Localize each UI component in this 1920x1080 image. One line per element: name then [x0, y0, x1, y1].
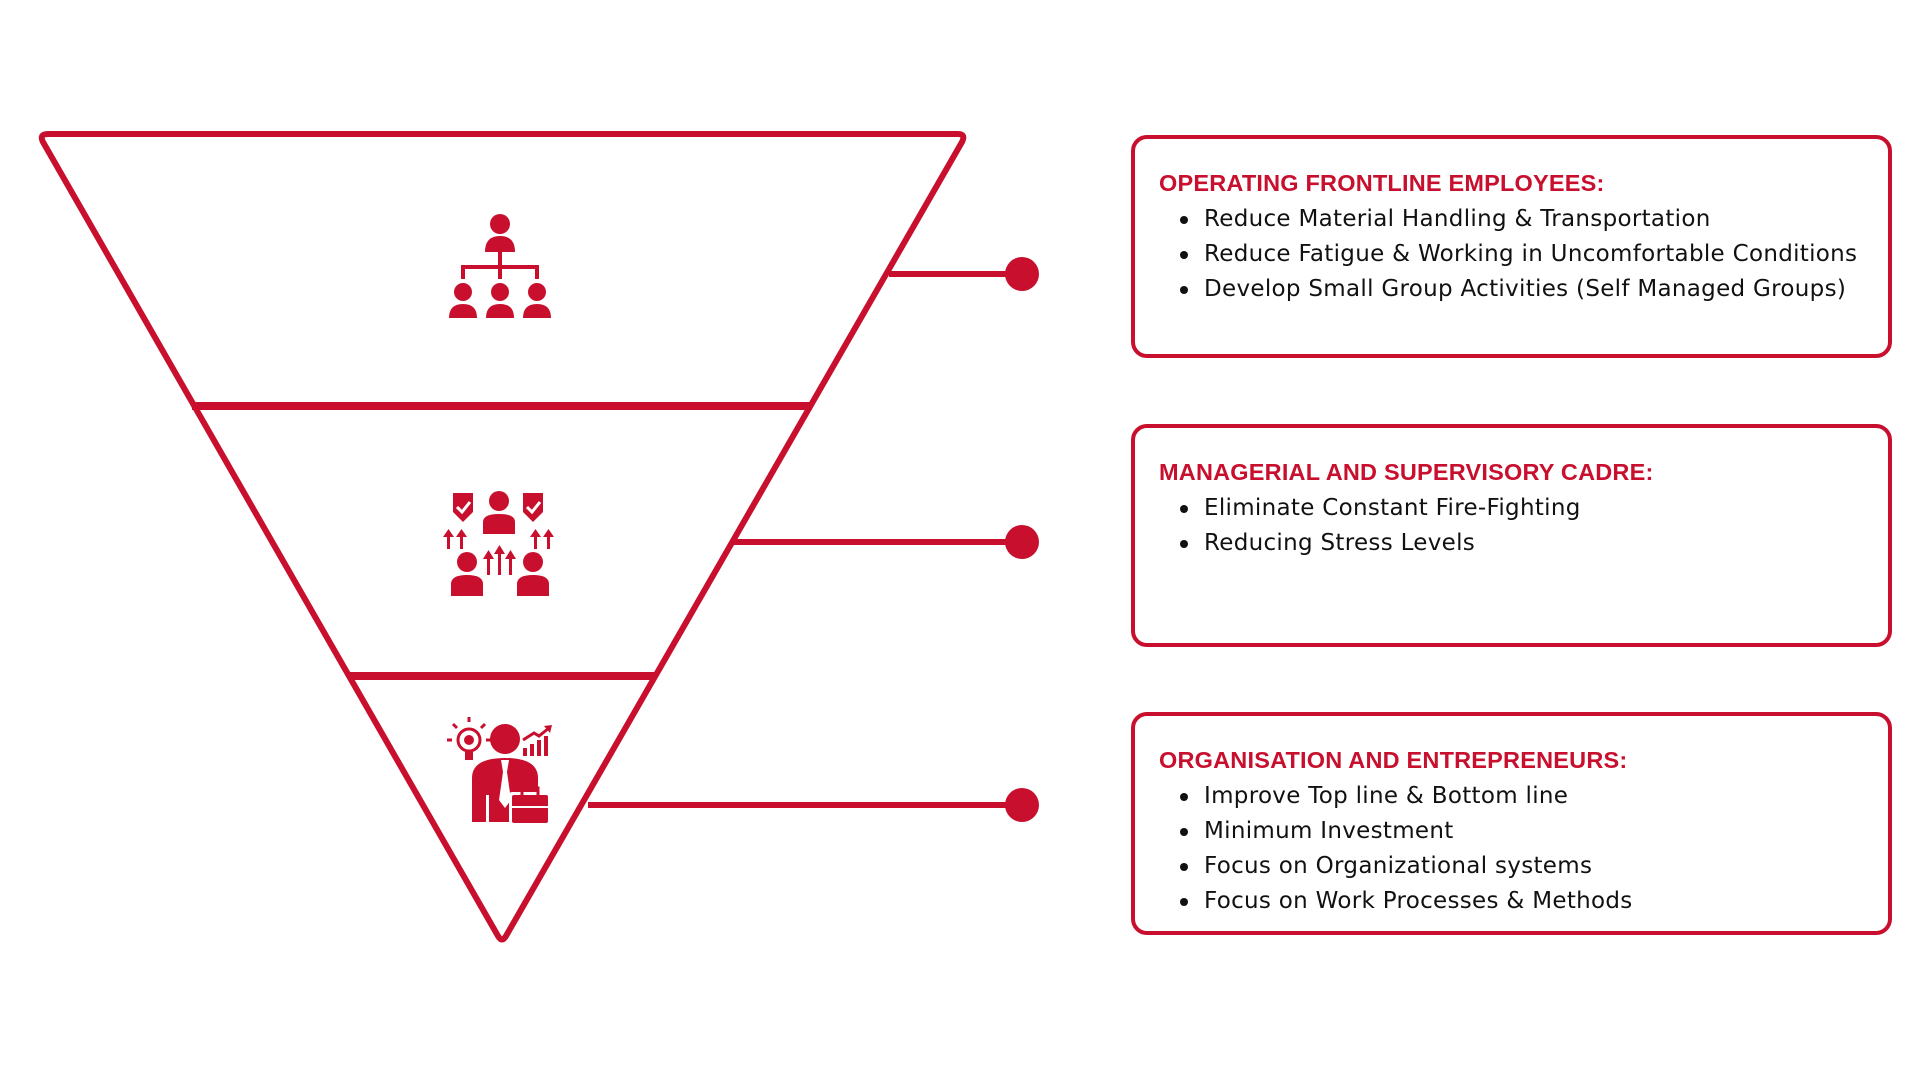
- list-item: Focus on Work Processes & Methods: [1159, 884, 1864, 919]
- connector-1: [889, 257, 1039, 291]
- card-title: OPERATING FRONTLINE EMPLOYEES:: [1159, 170, 1605, 196]
- card-list: Reduce Material Handling & Transportatio…: [1159, 202, 1864, 307]
- info-card-managerial: MANAGERIAL AND SUPERVISORY CADRE: Elimin…: [1131, 424, 1892, 647]
- list-item: Eliminate Constant Fire-Fighting: [1159, 491, 1864, 526]
- list-item: Reduce Material Handling & Transportatio…: [1159, 202, 1864, 237]
- team-growth-icon: [443, 491, 554, 596]
- connector-3: [588, 788, 1039, 822]
- list-item: Reducing Stress Levels: [1159, 526, 1864, 561]
- info-card-frontline: OPERATING FRONTLINE EMPLOYEES: Reduce Ma…: [1131, 135, 1892, 358]
- connector-2: [734, 525, 1039, 559]
- businessman-idea-icon: [447, 717, 552, 824]
- org-hierarchy-icon: [449, 214, 551, 318]
- card-title: ORGANISATION AND ENTREPRENEURS:: [1159, 747, 1628, 773]
- list-item: Reduce Fatigue & Working in Uncomfortabl…: [1159, 237, 1864, 272]
- funnel-outline: [38, 131, 967, 943]
- list-item: Improve Top line & Bottom line: [1159, 779, 1864, 814]
- info-card-organisation: ORGANISATION AND ENTREPRENEURS: Improve …: [1131, 712, 1892, 935]
- card-list: Improve Top line & Bottom line Minimum I…: [1159, 779, 1864, 919]
- list-item: Focus on Organizational systems: [1159, 849, 1864, 884]
- list-item: Minimum Investment: [1159, 814, 1864, 849]
- card-title: MANAGERIAL AND SUPERVISORY CADRE:: [1159, 459, 1654, 485]
- card-list: Eliminate Constant Fire-Fighting Reducin…: [1159, 491, 1864, 561]
- list-item: Develop Small Group Activities (Self Man…: [1159, 272, 1864, 307]
